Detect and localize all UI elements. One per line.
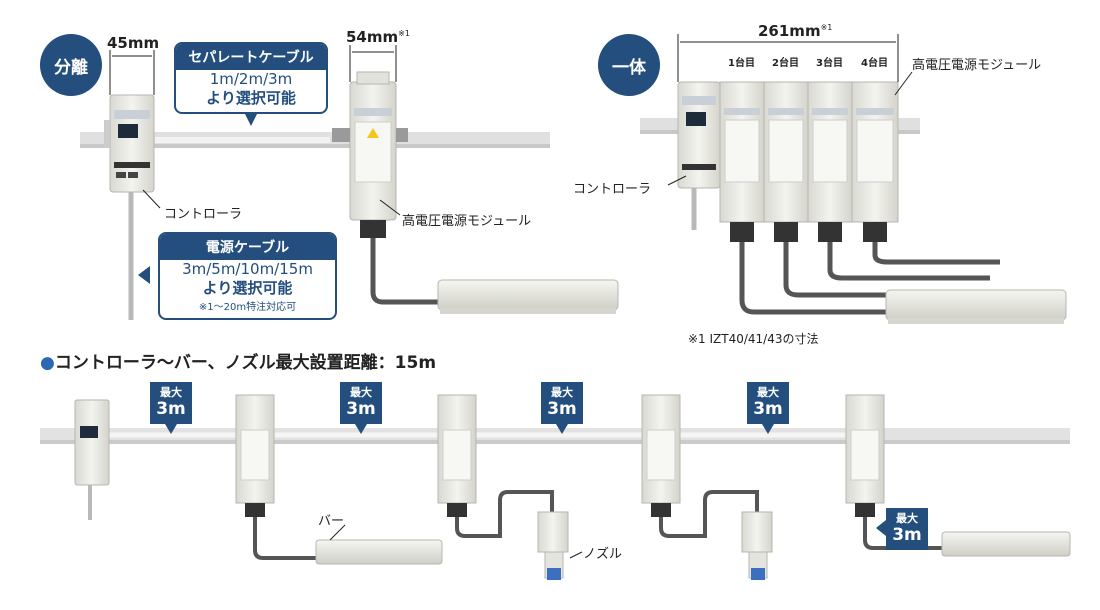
separate-cable-title: セパレートケーブル (176, 44, 326, 70)
pointer-separate-cable (244, 112, 258, 126)
dim-line-261mm (677, 34, 899, 82)
unit-label-4: 4台目 (861, 58, 888, 69)
leader-module-top-left (379, 199, 401, 216)
unit-label-2: 2台目 (772, 58, 799, 69)
separate-cable-lengths: 1m/2m/3m (209, 70, 293, 88)
leader-controller-top-right (667, 175, 687, 186)
dim-line-54mm (349, 45, 397, 82)
controller-device-bottom (74, 399, 110, 486)
ionizer-bar-bottom-2 (941, 531, 1071, 557)
dim-line-45mm (109, 50, 155, 95)
ionizer-bar-top-left (437, 279, 619, 314)
module-bar-cable (370, 238, 440, 305)
bottom-output-cables (253, 490, 945, 560)
pointer-max-1 (165, 424, 177, 434)
power-cable-lengths: 3m/5m/10m/15m (182, 260, 313, 278)
hv-module-unit-1 (719, 81, 765, 242)
power-cable-note: より選択可能 (202, 279, 293, 297)
hv-module-bottom-3 (641, 394, 681, 517)
power-cable-title: 電源ケーブル (160, 234, 335, 260)
leader-module-top-right (894, 71, 913, 96)
badge-integrated: 一体 (598, 34, 660, 96)
bullet-dot: ● (40, 353, 55, 373)
hv-module-top-left (332, 71, 408, 238)
controller-device-top-left (104, 94, 155, 193)
hv-module-unit-3 (807, 81, 853, 242)
power-cable-callout: 電源ケーブル 3m/5m/10m/15m より選択可能 ※1～20m特注対応可 (158, 232, 337, 320)
hv-module-unit-2 (763, 81, 809, 242)
nozzle-label: ノズル (583, 547, 623, 562)
hv-module-bottom-1 (235, 394, 275, 517)
unit-label-3: 3台目 (816, 58, 843, 69)
dim-label-45mm: 45mm (107, 34, 160, 52)
nozzle-bottom-1 (537, 511, 569, 580)
dim-label-261mm: 261mm※1 (758, 22, 833, 40)
leader-bar-bottom (329, 524, 346, 541)
pointer-max-5 (876, 520, 886, 536)
hv-module-bottom-4 (845, 394, 885, 517)
leader-controller-top-left (142, 189, 161, 209)
hv-module-unit-4 (851, 81, 899, 242)
footnote-top-right: ※1 IZT40/41/43の寸法 (688, 332, 819, 346)
bar-label: バー (318, 514, 345, 529)
bottom-title: ●コントローラ～バー、ノズル最大設置距離：15m (40, 353, 437, 373)
pointer-max-3 (556, 424, 568, 434)
nozzle-bottom-2 (741, 511, 773, 580)
controller-label-top-left: コントローラ (164, 207, 243, 222)
module-label-top-right: 高電圧電源モジュール (912, 58, 1042, 73)
separate-cable-note: より選択可能 (206, 89, 296, 107)
separate-cable-callout: セパレートケーブル 1m/2m/3m より選択可能 (174, 42, 328, 114)
module-cables-top-right (739, 242, 1000, 315)
badge-separate: 分離 (40, 34, 102, 96)
ionizer-bar-bottom-1 (315, 539, 443, 565)
controller-device-top-right (677, 81, 721, 189)
dim-label-54mm: 54mm※1 (346, 28, 410, 46)
leader-nozzle-bottom (569, 551, 583, 559)
unit-label-1: 1台目 (728, 58, 755, 69)
power-cable-extra: ※1～20m特注対応可 (198, 302, 297, 313)
pointer-max-2 (355, 424, 367, 434)
ionizer-bar-top-right (885, 289, 1067, 324)
module-label-top-left: 高電圧電源モジュール (402, 214, 532, 229)
pointer-power-cable (138, 266, 150, 284)
pointer-max-4 (762, 424, 774, 434)
hv-module-bottom-2 (437, 394, 477, 517)
controller-label-top-right: コントローラ (573, 182, 652, 197)
